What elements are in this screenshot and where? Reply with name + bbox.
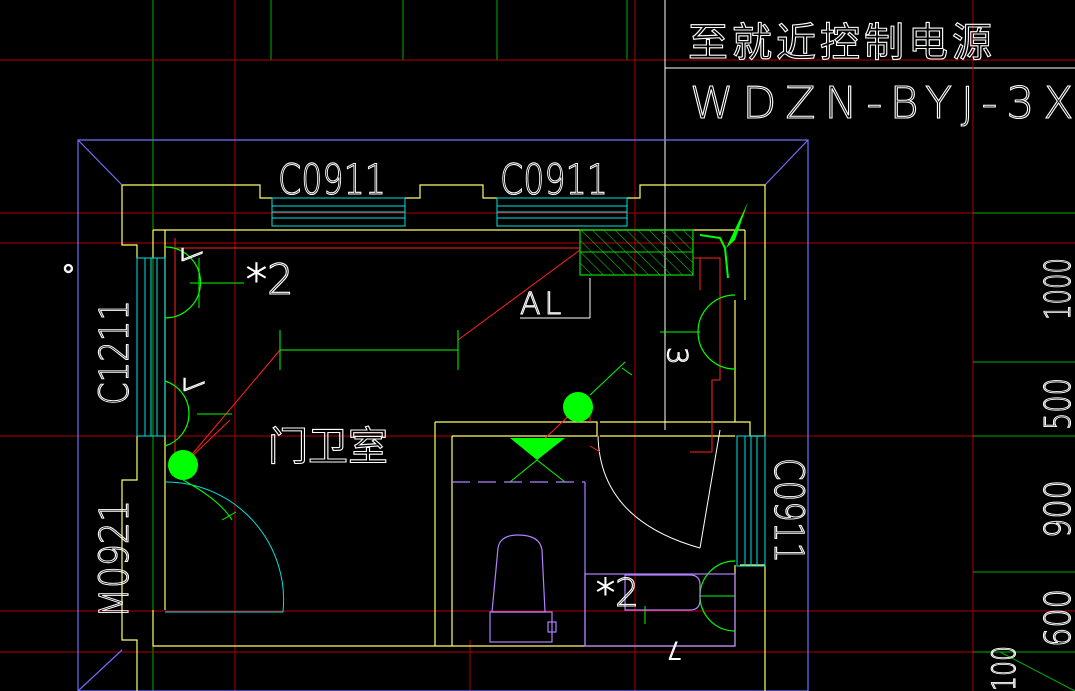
switch-label-upper-left-seven: 7: [176, 246, 209, 264]
title-line1: 至就近控制电源: [688, 20, 996, 66]
switch-label-upper-left-count: *2: [246, 255, 294, 304]
room-label: 门卫室: [268, 424, 388, 470]
switch-label-right-three: 3: [661, 347, 694, 365]
window-label-right: C0911: [765, 458, 811, 563]
dimension-1000: 1000: [1038, 258, 1075, 320]
bath-fixtures: [452, 481, 736, 647]
dimension-600: 600: [1038, 589, 1075, 647]
window-label-top-right: C0911: [500, 155, 608, 204]
switch-label-bath-seven: 7: [667, 636, 682, 664]
switch-label-bath-count: *2: [596, 571, 639, 615]
dimension-900: 900: [1038, 480, 1075, 538]
ceiling-light-center: [563, 392, 593, 422]
switch-label-mid-left-seven: 7: [178, 376, 211, 394]
dimension-500: 500: [1038, 378, 1075, 430]
dimension-100: 100: [985, 646, 1023, 691]
ceiling-light-left: [168, 450, 198, 480]
window-label-top-left: C0911: [278, 155, 386, 204]
circle-mark: °: [59, 261, 94, 276]
door-label: M0921: [92, 500, 138, 618]
title-line2: WDZN-BYJ-3X: [690, 78, 1075, 129]
fixtures: [164, 202, 748, 632]
window-label-left: C1211: [92, 300, 138, 405]
outer-wall: [77, 139, 809, 691]
bath-light: [510, 438, 565, 460]
panel-label: AL: [520, 287, 565, 322]
distribution-panel: [579, 229, 694, 276]
